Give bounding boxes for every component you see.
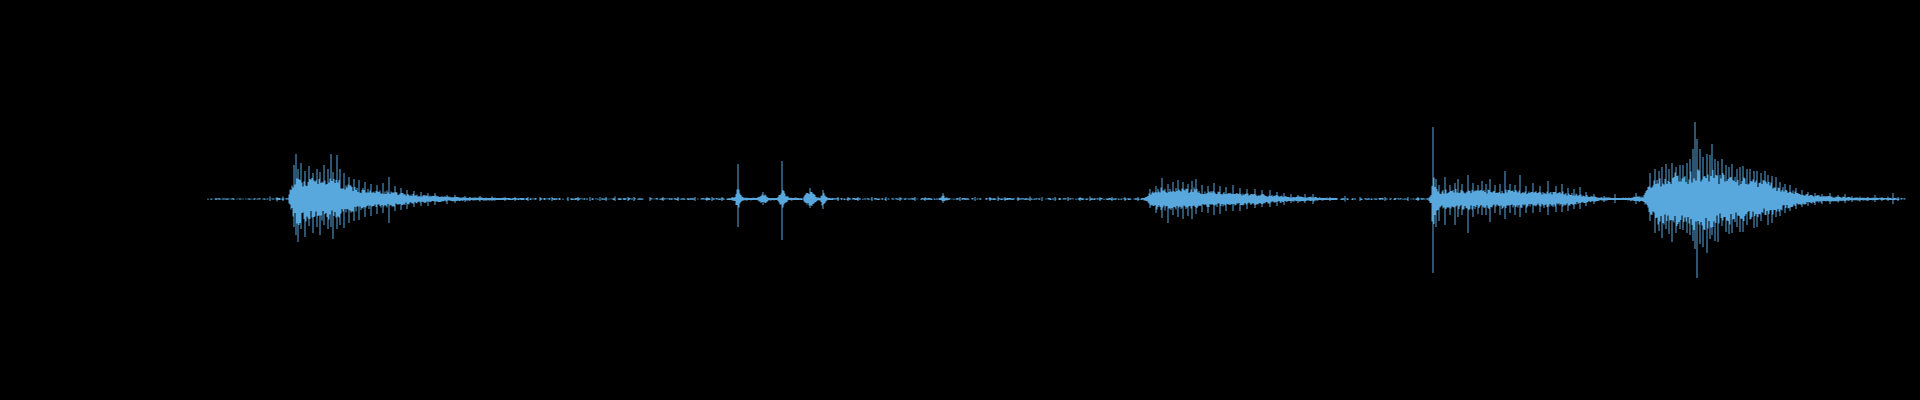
waveform-peaks [269, 122, 1899, 278]
waveform-body [207, 169, 1906, 237]
